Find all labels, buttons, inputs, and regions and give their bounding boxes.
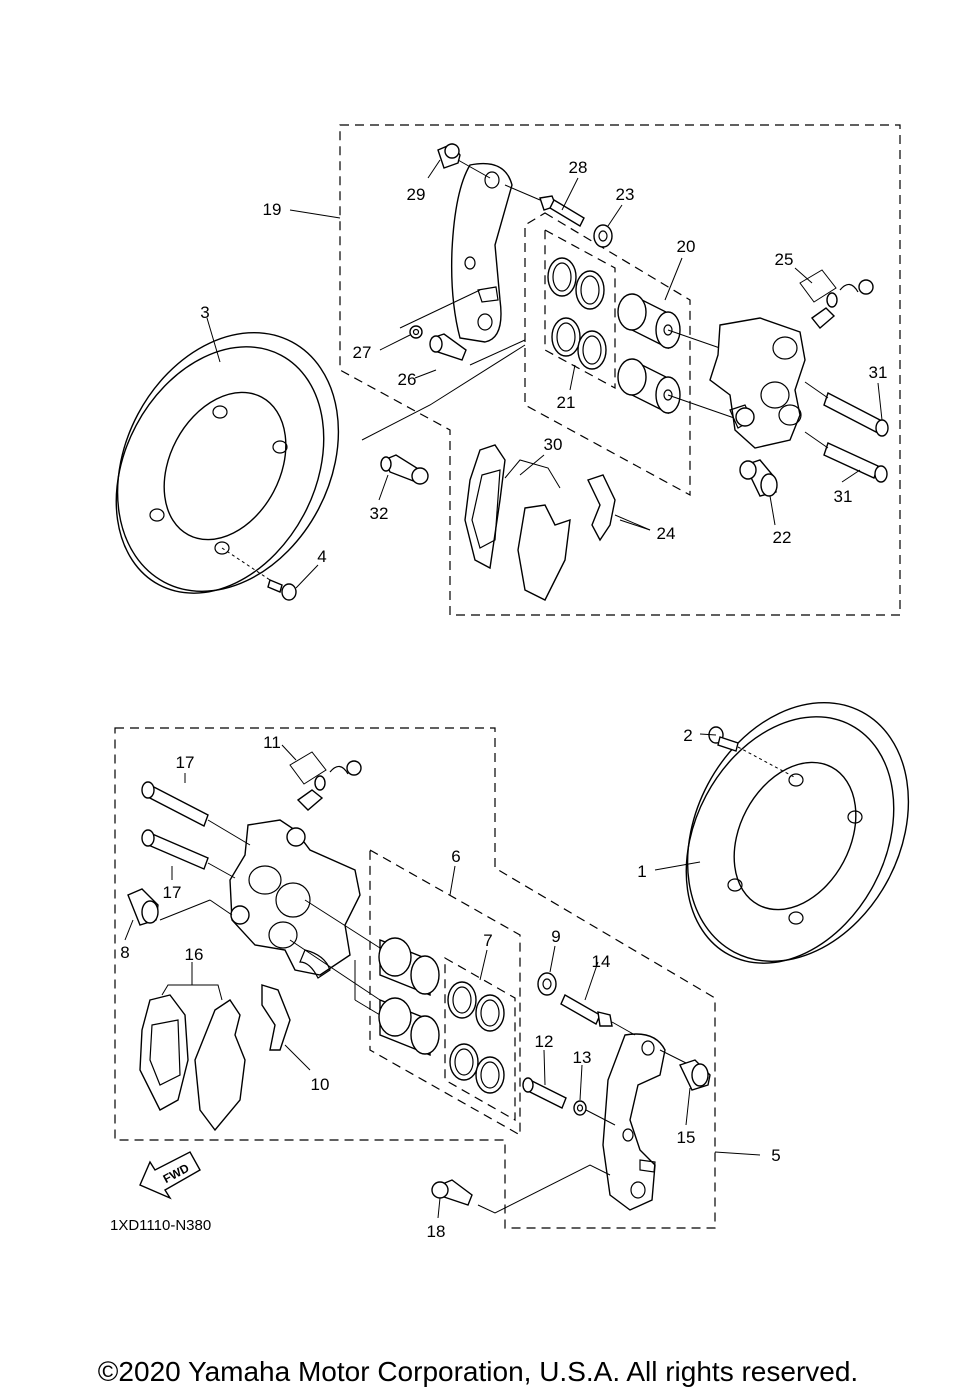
washer-13 (573, 1100, 616, 1126)
callout-20: 20 (677, 237, 696, 256)
seals-21 (547, 257, 607, 370)
callout-10: 10 (311, 1075, 330, 1094)
callout-14: 14 (592, 952, 611, 971)
lower-seal-group-boundary (444, 956, 516, 1122)
upper-group-boundary (339, 124, 901, 616)
callout-17b: 17 (163, 883, 182, 902)
callout-7: 7 (483, 931, 492, 950)
callout-2: 2 (683, 726, 692, 745)
bolt-32 (361, 344, 526, 485)
bolt-8 (127, 888, 233, 926)
callout-4: 4 (317, 547, 326, 566)
disc-bolt (221, 547, 297, 601)
callout-12: 12 (535, 1032, 554, 1051)
brake-disc-left (115, 332, 340, 594)
bracket-bolt-29 (437, 143, 491, 179)
callout-16: 16 (185, 945, 204, 964)
caliper-body-upper (709, 317, 806, 449)
fwd-arrow-icon: FWD (139, 1151, 201, 1200)
bleeder-11 (289, 751, 362, 811)
callout-31b: 31 (834, 487, 853, 506)
slide-pin-14 (560, 994, 636, 1036)
callout-17a: 17 (176, 753, 195, 772)
slide-pin-28 (504, 184, 585, 227)
piston-group-boundary (524, 212, 691, 497)
bolt-26 (429, 333, 467, 361)
bleeder-25 (799, 269, 874, 330)
callout-21: 21 (557, 393, 576, 412)
callout-18: 18 (427, 1222, 446, 1241)
callout-32: 32 (370, 504, 389, 523)
pins-31 (804, 381, 889, 483)
callout-13: 13 (573, 1048, 592, 1067)
caliper-bracket-lower (602, 1033, 691, 1211)
callout-6: 6 (451, 847, 460, 866)
callout-25: 25 (775, 250, 794, 269)
nut-23 (593, 224, 613, 248)
callout-28: 28 (569, 158, 588, 177)
callout-3: 3 (200, 303, 209, 322)
bolt-15 (679, 1059, 711, 1091)
pads-30 (464, 444, 571, 601)
bolt-12 (522, 1077, 567, 1109)
callout-23: 23 (616, 185, 635, 204)
upper-assembly (115, 124, 901, 616)
callout-11: 11 (263, 733, 281, 752)
callout-1: 1 (637, 862, 646, 881)
lower-group-boundary (114, 727, 716, 1229)
pins-17 (141, 781, 251, 879)
washer-27 (409, 325, 423, 339)
callout-27: 27 (353, 343, 372, 362)
bolt-18 (431, 1164, 611, 1214)
callout-31a: 31 (869, 363, 888, 382)
callout-5: 5 (771, 1146, 780, 1165)
bolt-22 (739, 459, 778, 497)
nut-9 (537, 972, 557, 996)
callout-26: 26 (398, 370, 417, 389)
callout-15: 15 (677, 1128, 696, 1147)
pads-16 (139, 984, 246, 1132)
caliper-bracket-upper (450, 162, 513, 343)
lower-assembly: FWD (114, 702, 910, 1229)
callout-24: 24 (657, 524, 676, 543)
pad-spring-24 (587, 474, 651, 542)
callouts: 19 3 4 29 28 23 20 25 31 31 22 24 30 32 … (120, 158, 887, 1241)
callout-30: 30 (544, 435, 563, 454)
leader-lines (124, 159, 883, 1219)
brake-disc-right (685, 702, 910, 964)
callout-22: 22 (773, 528, 792, 547)
seals-7 (447, 981, 505, 1094)
caliper-body-lower (229, 819, 381, 1016)
diagram-code: 1XD1110-N380 (110, 1217, 211, 1234)
callout-19: 19 (263, 200, 282, 219)
pistons-6 (378, 937, 440, 1057)
copyright-notice: ©2020 Yamaha Motor Corporation, U.S.A. A… (98, 1356, 858, 1387)
callout-8: 8 (120, 943, 129, 962)
seal-group-boundary (544, 228, 616, 390)
callout-29: 29 (407, 185, 426, 204)
pad-spring-10 (261, 984, 311, 1071)
pistons-20 (617, 293, 741, 421)
lower-piston-group-boundary (369, 848, 521, 1137)
callout-9: 9 (551, 927, 560, 946)
